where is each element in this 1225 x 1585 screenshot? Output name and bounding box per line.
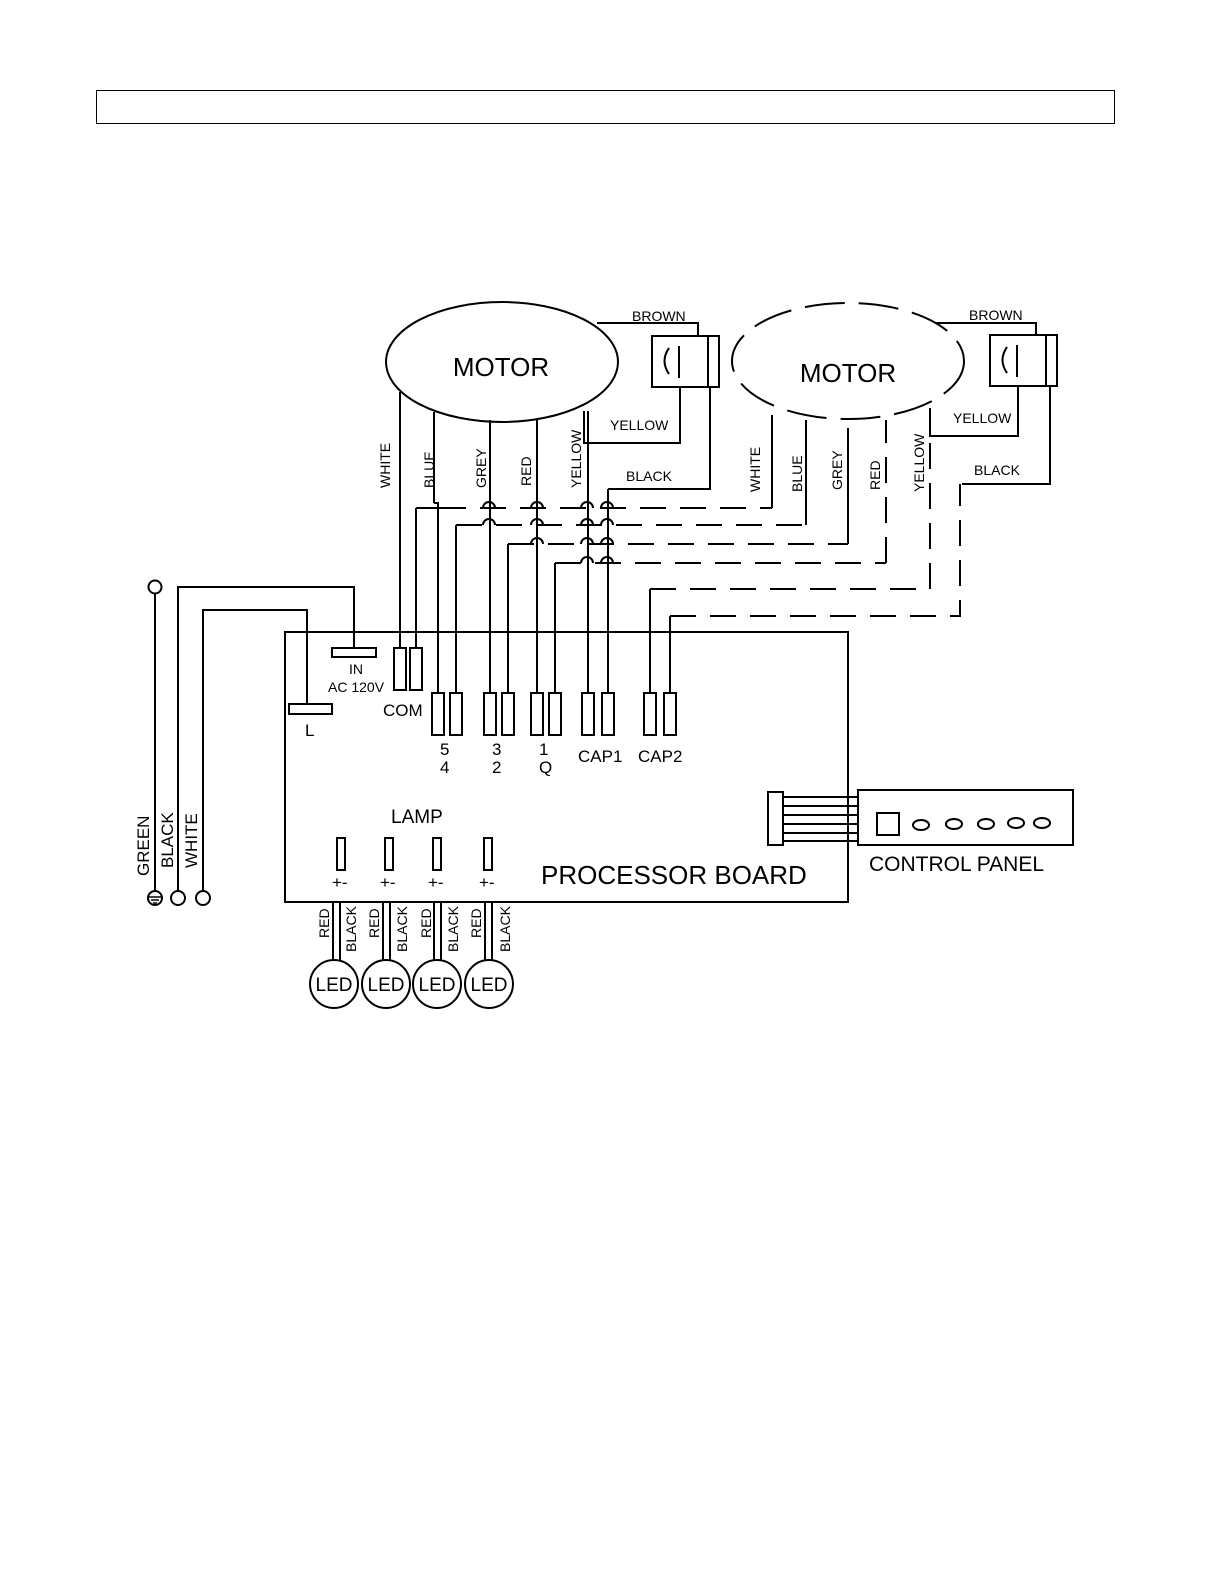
green-top-terminal [149, 581, 162, 594]
lamp-connector-4 [484, 838, 492, 870]
led3-red-label: RED [418, 908, 434, 938]
brown-label-1: BROWN [632, 308, 686, 324]
led-1-label: LED [316, 975, 353, 996]
ac-label: AC 120V [328, 679, 385, 695]
black-terminal [171, 891, 185, 905]
lamp-polarity-2: +- [380, 873, 396, 892]
in-label: IN [349, 661, 363, 677]
led4-red-label: RED [468, 908, 484, 938]
terminal-4 [450, 693, 462, 735]
black-label-1: BLACK [626, 468, 673, 484]
cap2-label: CAP2 [638, 747, 682, 766]
white-label-supply: WHITE [182, 813, 201, 868]
led-2-label: LED [368, 975, 405, 996]
lamp-label: LAMP [391, 807, 443, 828]
terminal-label-5: 5 [440, 740, 449, 759]
terminal-cap1-b [602, 693, 614, 735]
control-ribbon [783, 797, 858, 841]
lamp-polarity-3: +- [428, 873, 444, 892]
capacitor-1-icon [652, 336, 719, 387]
com-label: COM [383, 701, 423, 720]
red-label-m2: RED [867, 460, 883, 490]
control-panel-button-5 [1034, 818, 1050, 828]
processor-board-label: PROCESSOR BOARD [541, 860, 807, 890]
brown-label-2: BROWN [969, 307, 1023, 323]
led2-black-label: BLACK [394, 905, 410, 952]
led4-black-label: BLACK [497, 905, 513, 952]
led2-red-label: RED [366, 908, 382, 938]
white-label-m1: WHITE [377, 443, 393, 488]
white-label-m2: WHITE [747, 447, 763, 492]
blue-label-m2: BLUE [789, 455, 805, 492]
terminal-label-4: 4 [440, 758, 449, 777]
terminal-2 [502, 693, 514, 735]
black-label-2: BLACK [974, 462, 1021, 478]
control-panel-button-4 [1008, 818, 1024, 828]
l-terminal [289, 704, 332, 714]
blue-label-m1: BLUE [421, 451, 437, 488]
l-label: L [305, 721, 314, 740]
terminal-cap2-a [644, 693, 656, 735]
capacitor-2-icon [990, 335, 1057, 386]
terminal-label-q: Q [539, 758, 552, 777]
white-terminal [196, 891, 210, 905]
control-panel-button-3 [978, 819, 994, 829]
grey-label-m1: GREY [473, 448, 489, 488]
terminal-cap2-b [664, 693, 676, 735]
in-terminal [332, 648, 376, 657]
lamp-polarity-1: +- [332, 873, 348, 892]
terminal-label-3: 3 [492, 740, 501, 759]
com-connector-2 [410, 648, 422, 690]
lamp-connector-1 [337, 838, 345, 870]
terminal-label-1: 1 [539, 740, 548, 759]
led1-red-label: RED [316, 908, 332, 938]
cap1-label: CAP1 [578, 747, 622, 766]
yellow-label-m2: YELLOW [911, 433, 927, 492]
black-label-supply: BLACK [158, 812, 177, 868]
control-panel-button-2 [946, 819, 962, 829]
yellow-label-1: YELLOW [610, 417, 669, 433]
terminal-cap1-a [582, 693, 594, 735]
led1-black-label: BLACK [343, 905, 359, 952]
lamp-polarity-4: +- [479, 873, 495, 892]
control-panel-label: CONTROL PANEL [869, 853, 1044, 876]
terminal-1 [531, 693, 543, 735]
grey-label-m2: GREY [829, 450, 845, 490]
control-panel-button-1 [913, 820, 929, 830]
terminal-5 [432, 693, 444, 735]
wire-crossovers [483, 502, 613, 563]
red-label-m1: RED [518, 456, 534, 486]
green-label: GREEN [134, 816, 153, 876]
motor-1-label: MOTOR [453, 352, 549, 382]
terminal-3 [484, 693, 496, 735]
motor-2-label: MOTOR [800, 358, 896, 388]
yellow-label-2: YELLOW [953, 410, 1012, 426]
terminal-q [549, 693, 561, 735]
led3-black-label: BLACK [445, 905, 461, 952]
ground-icon [148, 891, 162, 905]
control-connector [768, 792, 783, 845]
control-panel-switch-icon [877, 813, 899, 835]
lamp-connector-3 [433, 838, 441, 870]
com-connector-1 [394, 648, 406, 690]
yellow-label-m1: YELLOW [568, 429, 584, 488]
led-3-label: LED [419, 975, 456, 996]
terminal-label-2: 2 [492, 758, 501, 777]
led-4-label: LED [471, 975, 508, 996]
lamp-connector-2 [385, 838, 393, 870]
